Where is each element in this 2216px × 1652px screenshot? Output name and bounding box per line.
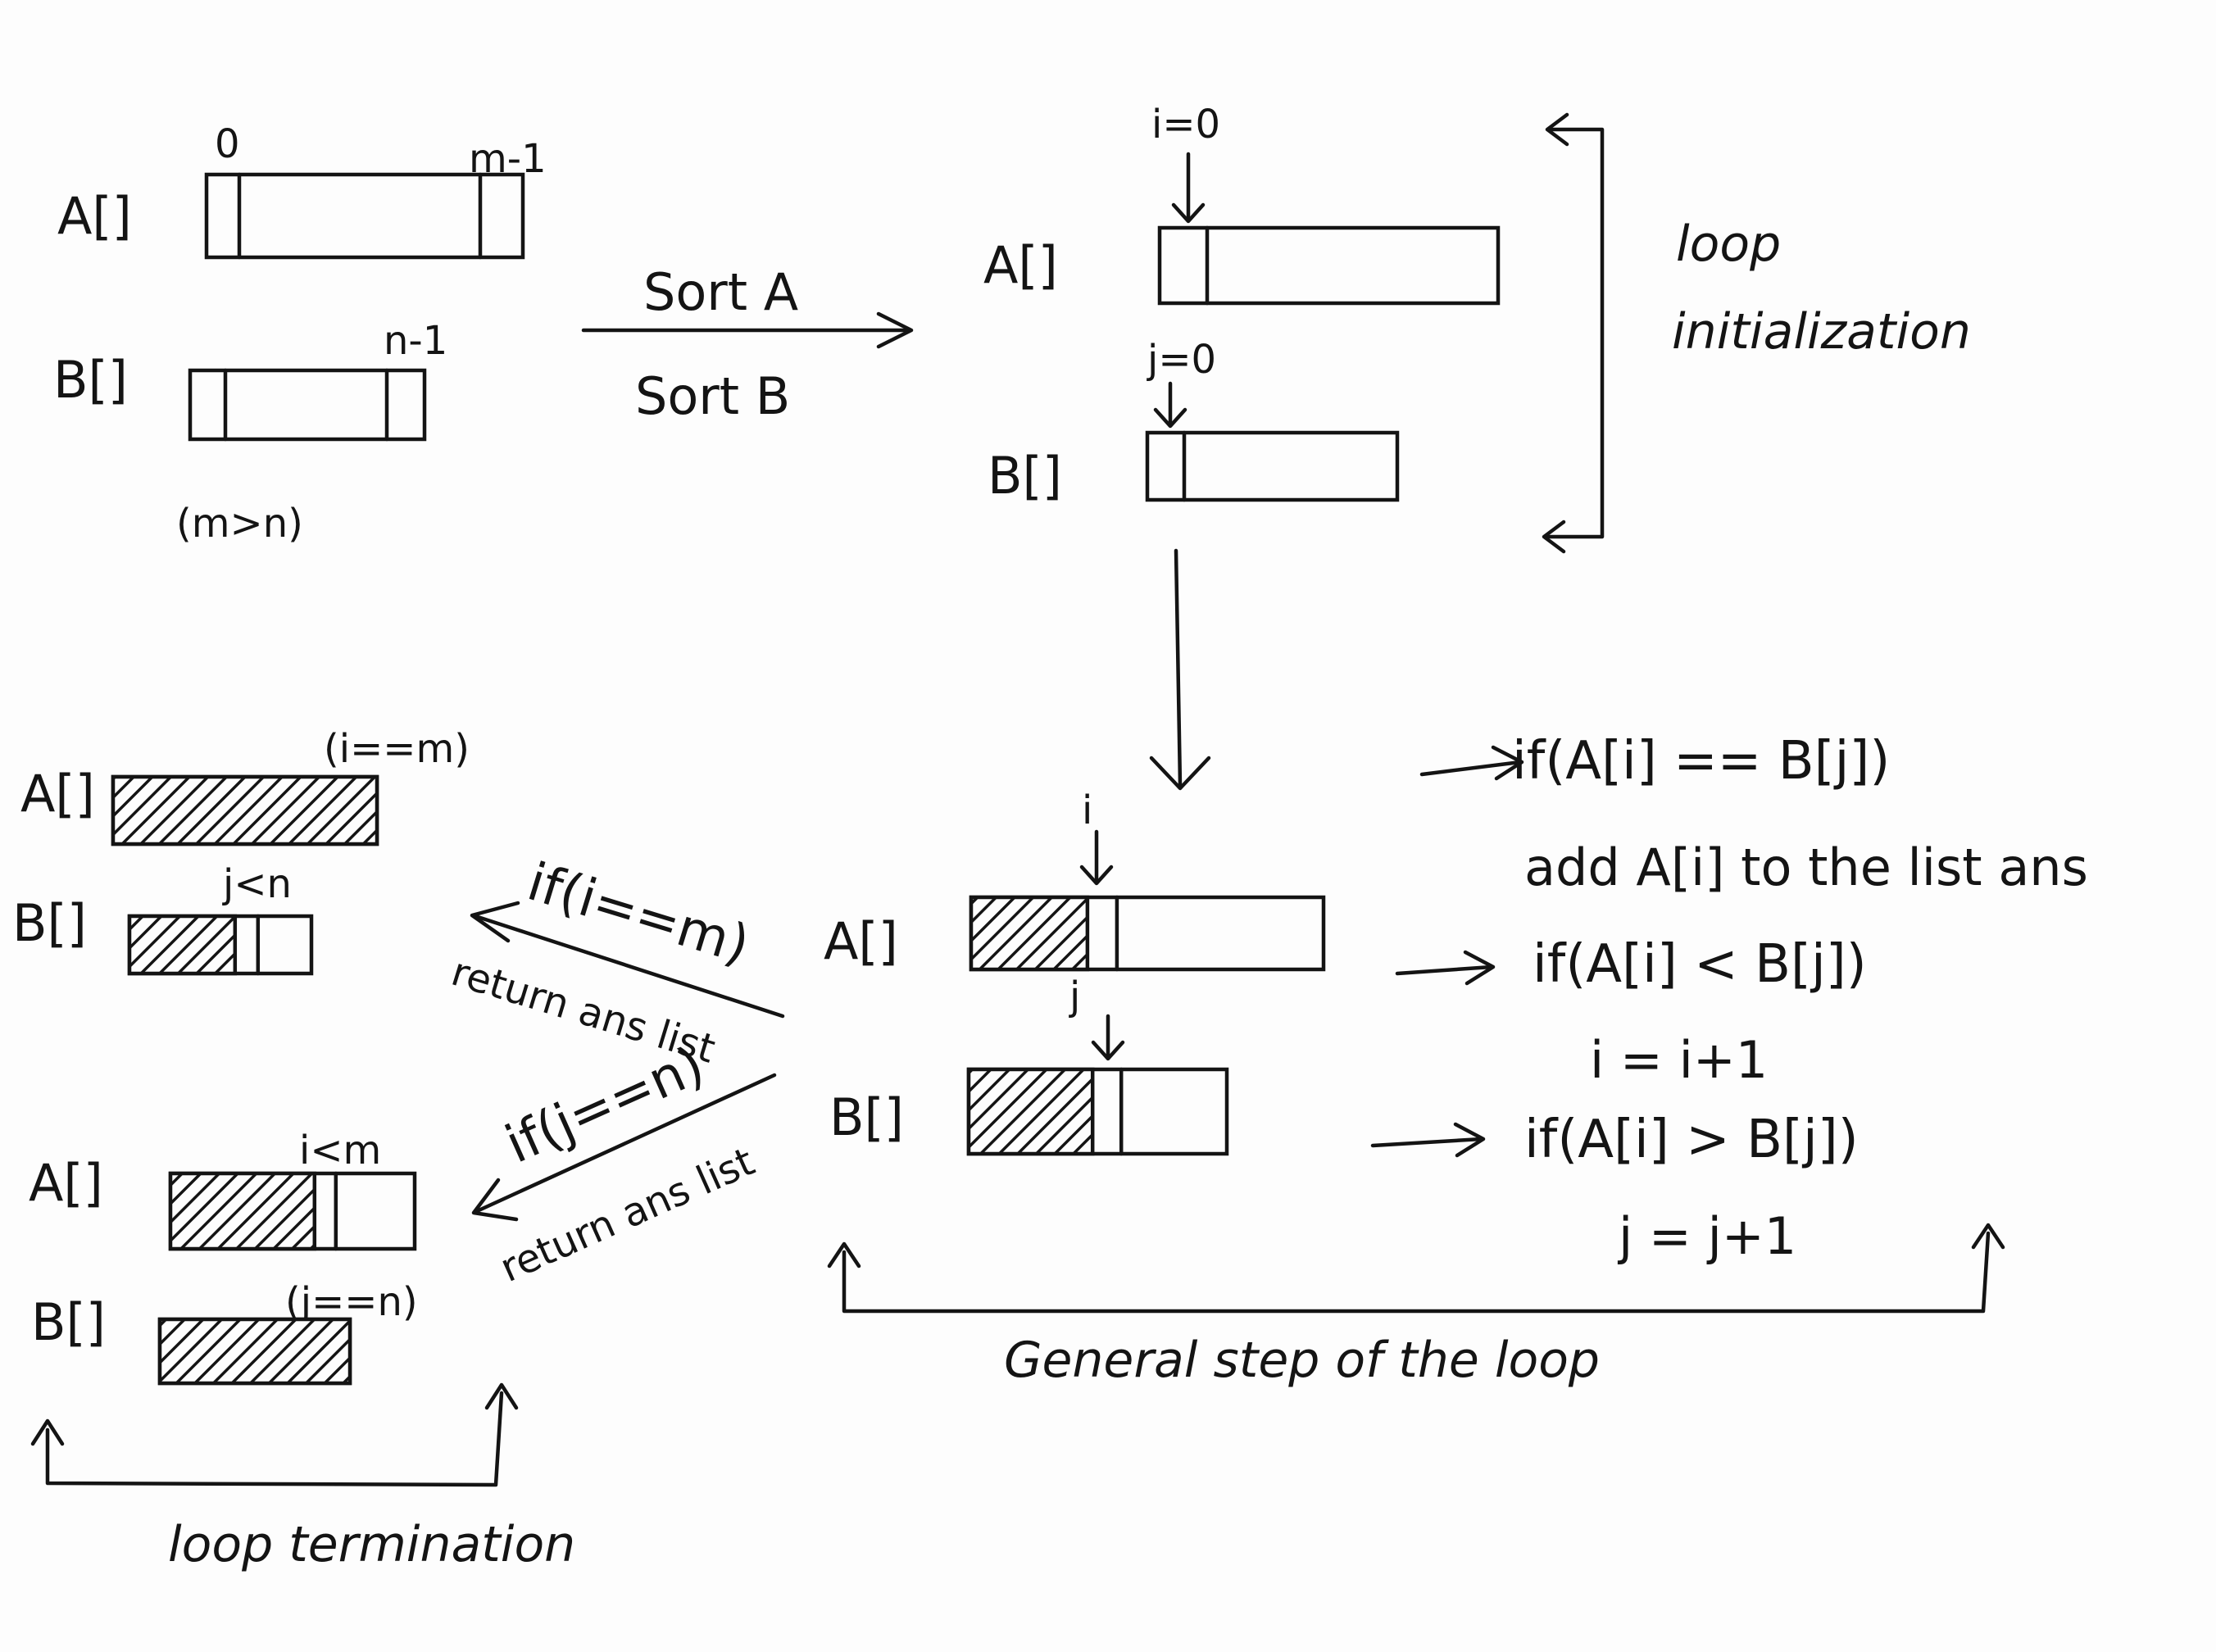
init-b-label: B[] xyxy=(988,446,1062,506)
initial-array-a xyxy=(204,172,525,260)
term2-b-note: (j==n) xyxy=(285,1279,418,1325)
init-caption-line2: initialization xyxy=(1672,303,1971,361)
initial-a-label: A[] xyxy=(57,186,132,246)
term2-a-label: A[] xyxy=(29,1153,103,1213)
initial-b-label: B[] xyxy=(53,350,128,410)
init-j-pointer-arrow xyxy=(1153,381,1187,429)
init-i-pointer-arrow xyxy=(1171,152,1206,224)
term1-b-label: B[] xyxy=(12,893,87,953)
termination-caption: loop termination xyxy=(168,1516,575,1573)
term1-return-arrow xyxy=(470,901,785,1019)
case-equal-action: add A[i] to the list ans xyxy=(1524,837,2088,897)
initial-arrays: A[] 0 m-1 B[] n-1 (m>n) xyxy=(53,121,547,547)
case-less-condition: if(A[i] < B[j]) xyxy=(1533,934,1867,995)
termination-case-2: i<m A[] (j==n) B[] if(j==n) return ans l… xyxy=(29,1035,777,1386)
initial-size-note: (m>n) xyxy=(176,501,303,547)
term1-arrow-condition: if(i==m) xyxy=(520,852,756,977)
term2-b-label: B[] xyxy=(31,1292,106,1352)
sort-b-label: Sort B xyxy=(635,366,790,426)
general-j-pointer-arrow xyxy=(1091,1014,1125,1061)
termination-bracket xyxy=(30,1382,519,1487)
term2-array-b xyxy=(157,1317,352,1386)
init-to-general-arrow xyxy=(1149,548,1211,791)
case-greater-action: j = j+1 xyxy=(1617,1206,1796,1266)
sort-a-label: Sort A xyxy=(643,262,798,322)
init-i-pointer-label: i=0 xyxy=(1151,102,1220,148)
term1-array-a xyxy=(111,774,379,846)
loop-initialization: i=0 A[] j=0 B[] loop initialization xyxy=(983,102,1971,554)
term2-a-note: i<m xyxy=(299,1128,381,1173)
general-b-label: B[] xyxy=(829,1087,904,1147)
case-greater-condition: if(A[i] > B[j]) xyxy=(1524,1110,1859,1170)
init-j-pointer-label: j=0 xyxy=(1147,337,1216,383)
term2-return-arrow xyxy=(471,1073,777,1222)
general-j-pointer-label: j xyxy=(1069,974,1080,1019)
term1-a-note: (i==m) xyxy=(324,726,470,772)
general-i-pointer-label: i xyxy=(1082,787,1092,833)
general-a-label: A[] xyxy=(824,911,898,971)
general-step: i A[] j B[] xyxy=(824,731,2088,1389)
init-array-a xyxy=(1157,225,1501,306)
sort-arrow xyxy=(581,311,914,349)
initial-b-end-index: n-1 xyxy=(384,318,447,364)
general-array-b xyxy=(966,1067,1229,1156)
case-less-arrow xyxy=(1395,950,1496,986)
case-greater-arrow xyxy=(1370,1122,1486,1158)
general-caption: General step of the loop xyxy=(1004,1332,1600,1389)
general-array-a xyxy=(969,895,1326,972)
initial-a-start-index: 0 xyxy=(215,121,240,167)
termination-case-1: (i==m) A[] j<n B[] if(i==m) return ans l… xyxy=(12,726,785,1073)
initial-array-b xyxy=(188,368,427,442)
term1-b-note: j<n xyxy=(222,861,292,907)
term1-array-b xyxy=(127,914,314,976)
case-equal-arrow xyxy=(1419,745,1524,781)
term1-a-label: A[] xyxy=(20,764,95,824)
case-less-action: i = i+1 xyxy=(1590,1030,1768,1090)
init-caption-line1: loop xyxy=(1676,216,1781,273)
term2-array-a xyxy=(168,1171,417,1251)
case-equal-condition: if(A[i] == B[j]) xyxy=(1512,731,1890,792)
general-bracket xyxy=(827,1223,2005,1314)
init-bracket xyxy=(1542,112,1605,554)
general-i-pointer-arrow xyxy=(1079,829,1114,886)
init-a-label: A[] xyxy=(983,235,1058,295)
sort-step: Sort A Sort B xyxy=(581,262,914,426)
init-array-b xyxy=(1145,430,1400,502)
